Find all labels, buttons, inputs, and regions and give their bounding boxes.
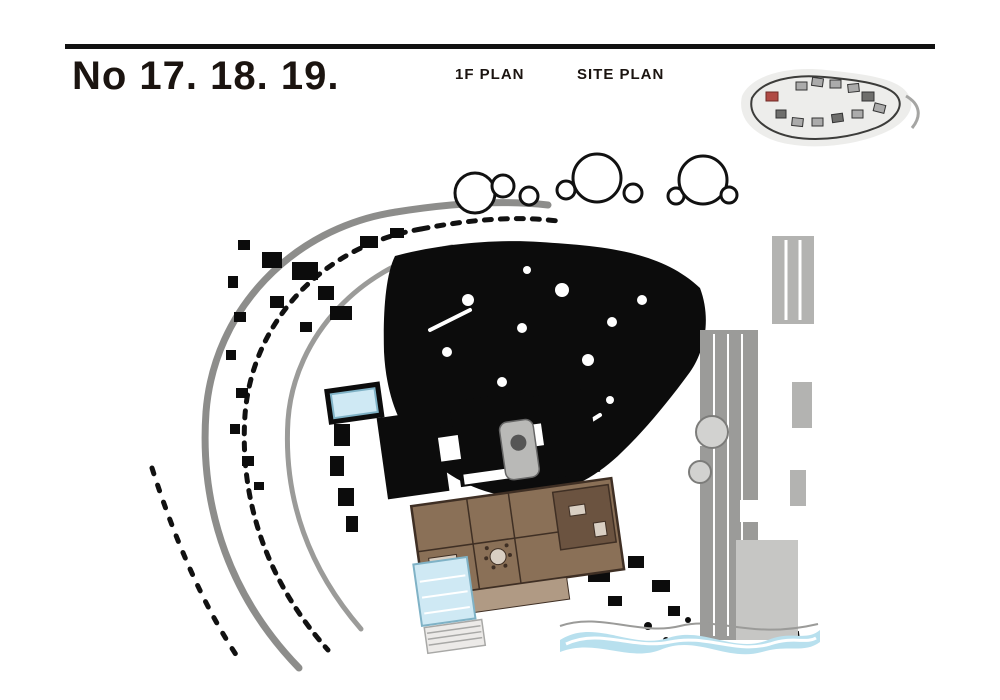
key-plan-highlight [765, 91, 779, 102]
gray-tree-icon [688, 460, 712, 484]
page-title: No 17. 18. 19. [72, 54, 340, 98]
water-stream [559, 620, 820, 655]
dining-table [489, 548, 507, 566]
key-plan-map [741, 69, 920, 147]
pool-steps [423, 618, 487, 655]
title-rule [65, 44, 935, 49]
tree-canopies [453, 152, 739, 215]
dark-room [551, 483, 618, 551]
legend-item-1: 1F PLAN [455, 66, 525, 83]
villa-floor-plan [324, 381, 626, 655]
plunge-pool [329, 387, 379, 420]
gray-tree-icon [695, 415, 729, 449]
gray-structures [688, 236, 814, 640]
legend-item-2: SITE PLAN [577, 66, 665, 83]
legend: 1F PLAN SITE PLAN [0, 66, 1000, 90]
